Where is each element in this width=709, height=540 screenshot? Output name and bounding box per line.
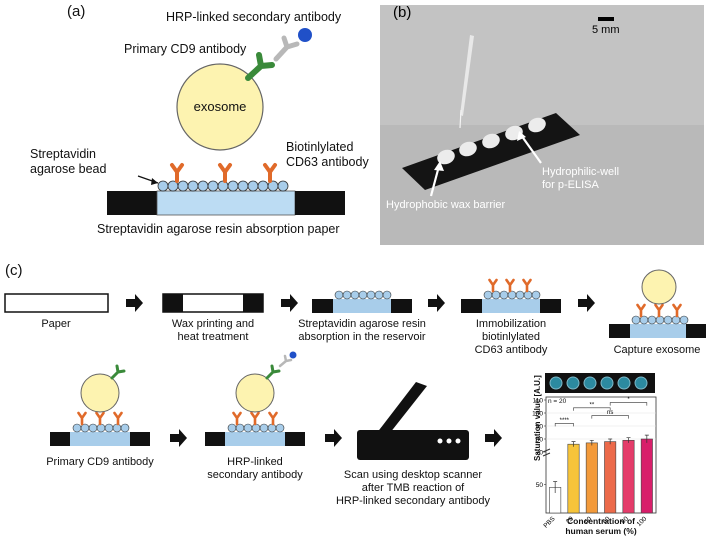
step-capture-strip xyxy=(609,269,706,338)
resin-paper xyxy=(156,190,296,216)
hrp-dot xyxy=(298,28,312,42)
axis-break xyxy=(542,448,551,457)
exosome-label: exosome xyxy=(193,99,247,114)
panel-label-a: (a) xyxy=(67,3,86,20)
error-bar-20 xyxy=(571,441,576,447)
resin-paper-label: Streptavidin agarose resin absorption pa… xyxy=(97,222,340,236)
y-tick-label: 50 xyxy=(536,482,544,489)
significance-label: ns xyxy=(607,410,613,416)
x-tick-label: 100 xyxy=(636,515,649,528)
bar-60 xyxy=(604,441,617,514)
y-tick-label: 90 xyxy=(536,424,544,431)
step-paper-strip xyxy=(4,293,109,313)
chart-x-axis-label: Concentration of human serum (%) xyxy=(565,516,637,536)
panel-label-c: (c) xyxy=(5,262,23,279)
hydrophobic-label: Hydrophobic wax barrier xyxy=(386,199,506,211)
significance-label: **** xyxy=(560,418,570,424)
bar-100 xyxy=(640,438,653,514)
step-streptavidin-label: Streptavidin agarose resin absorption in… xyxy=(298,318,426,343)
step-arrow-1 xyxy=(126,294,143,312)
primary-cd9-label: Primary CD9 antibody xyxy=(124,42,247,56)
y-tick-label: 80 xyxy=(536,437,544,444)
primary-cd9-antibody xyxy=(245,52,275,81)
wax-barrier-right xyxy=(295,191,345,215)
x-tick-label: 40 xyxy=(583,515,593,525)
step-arrow-5 xyxy=(170,429,187,447)
scale-bar xyxy=(598,17,614,21)
step-arrow-3 xyxy=(428,294,445,312)
step-streptavidin-strip xyxy=(312,290,412,313)
hrp-secondary-label: HRP-linked secondary antibody xyxy=(166,10,342,24)
panel-a-diagram xyxy=(107,28,345,216)
step-wax-strip xyxy=(162,293,264,313)
y-tick-label: 110 xyxy=(533,398,544,405)
pipette-tip xyxy=(460,35,474,116)
step-primary-strip xyxy=(50,364,150,446)
step-primary-label: Primary CD9 antibody xyxy=(46,456,154,468)
y-tick-label: 70 xyxy=(536,450,544,457)
step-hrp-label: HRP-linked secondary antibody xyxy=(207,456,303,481)
streptavidin-bead-label: Streptavidin agarose bead xyxy=(30,147,107,176)
bar-80 xyxy=(622,439,635,514)
x-tick-label: 80 xyxy=(620,515,630,525)
chart-gridlines xyxy=(546,412,656,440)
error-bar-40 xyxy=(589,439,594,446)
exosome-circle xyxy=(176,63,264,151)
x-tick-label: 20 xyxy=(565,515,575,525)
step-arrow-6 xyxy=(325,429,342,447)
panel-b-photo-strip xyxy=(380,5,704,245)
scanner-icon xyxy=(357,382,469,460)
cd63-antibody xyxy=(170,163,277,183)
error-bar-80 xyxy=(626,437,631,443)
step-capture-label: Capture exosome xyxy=(613,344,701,356)
streptavidin-beads xyxy=(157,180,289,192)
step-immobilization-strip xyxy=(461,278,561,313)
step-paper-label: Paper xyxy=(41,318,71,330)
step-wax-label: Wax printing and heat treatment xyxy=(171,318,255,343)
secondary-antibody xyxy=(273,35,300,62)
step-arrow-4 xyxy=(578,294,595,312)
x-tick-label: PBS xyxy=(542,515,557,530)
wax-barrier-left xyxy=(107,191,157,215)
significance-label: * xyxy=(627,397,630,403)
hydrophilic-arrow xyxy=(520,134,542,164)
hydrophilic-wells xyxy=(437,117,546,165)
plot-area xyxy=(545,396,657,514)
y-tick-label: 100 xyxy=(532,411,543,418)
step-arrow-7 xyxy=(485,429,502,447)
hydrophilic-label: Hydrophilic-well for p-ELISA xyxy=(542,166,620,191)
x-tick-label: 60 xyxy=(602,515,612,525)
step-arrow-2 xyxy=(281,294,298,312)
significance-label: ** xyxy=(589,402,594,408)
error-bar-100 xyxy=(644,434,649,443)
chart-n-label: n = 20 xyxy=(548,398,567,405)
step-immobilization-label: Immobilization biotinlylated CD63 antibo… xyxy=(474,318,548,356)
panel-label-b: (b) xyxy=(393,4,412,21)
error-bar-pbs xyxy=(553,481,558,494)
biotinylated-label: Biotinlylated CD63 antibody xyxy=(286,140,369,169)
bar-40 xyxy=(585,442,598,514)
significance-brackets: ******ns* xyxy=(554,397,648,427)
hydrophobic-arrow xyxy=(429,165,441,197)
bar-20 xyxy=(567,443,580,514)
step-scan-label: Scan using desktop scanner after TMB rea… xyxy=(335,469,491,507)
step-hrp-strip xyxy=(205,351,305,446)
error-bar-60 xyxy=(608,438,613,445)
chart-y-axis-label: Saturation value [A.U.] xyxy=(533,375,542,461)
scale-label: 5 mm xyxy=(592,24,620,36)
